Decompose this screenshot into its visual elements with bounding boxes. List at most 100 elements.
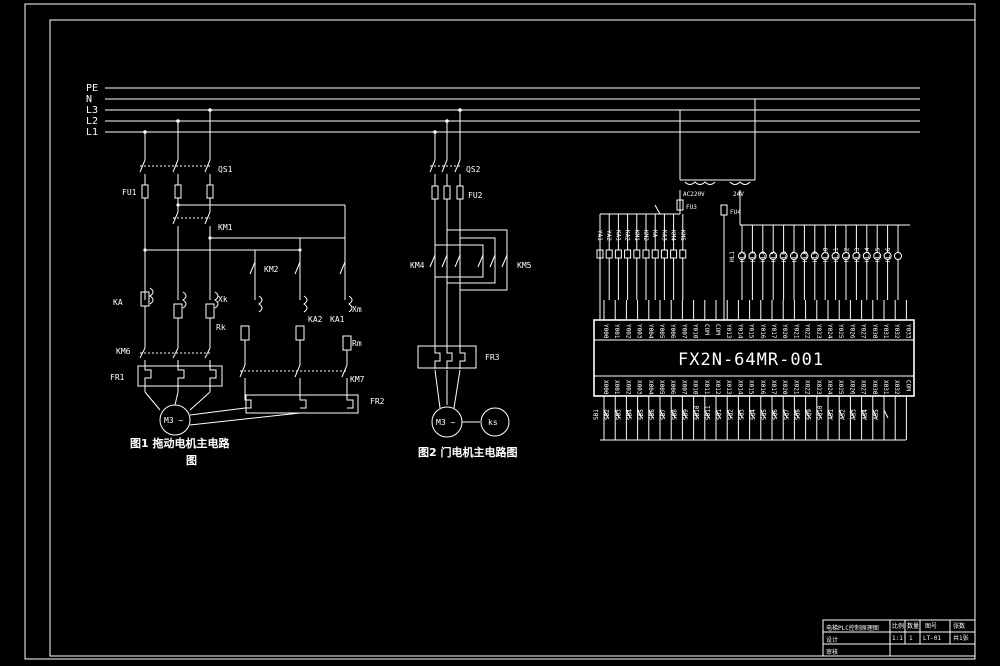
input-device-label: SB8 (671, 409, 678, 420)
output-coil (679, 249, 687, 259)
input-terminal-label: X004 (647, 380, 654, 395)
label-ks: ks (488, 418, 498, 427)
output-coil (651, 249, 659, 259)
lamp-label: HL2 (739, 251, 746, 262)
label-fu3: FU3 (686, 204, 697, 211)
input-terminal-label: X014 (736, 380, 743, 395)
input-switch (782, 409, 788, 419)
output-terminal-label: Y020 (781, 324, 788, 339)
label-rm: Rm (352, 339, 362, 348)
output-terminal-label: Y013 (725, 324, 732, 339)
output-terminal-label: Y016 (759, 324, 766, 339)
output-device-label: KM2 (642, 230, 649, 241)
input-terminal-label: X026 (848, 380, 855, 395)
indicator-lamp (769, 252, 778, 260)
lamp-label: HL1 (729, 251, 736, 262)
title-block-row3: 审核 (826, 648, 838, 656)
input-terminal-label: X000 (602, 380, 609, 395)
input-switch (614, 409, 620, 419)
traction-motor-symbol (159, 404, 191, 436)
output-terminal-label: Y022 (804, 324, 811, 339)
input-device-label: AS1 (828, 409, 835, 420)
label-fr3: FR3 (485, 353, 500, 362)
input-device-label: AS2 (839, 409, 846, 420)
title-block-h4: 张数 (953, 622, 965, 630)
output-terminal-label: Y015 (748, 324, 755, 339)
input-terminal-label: X032 (893, 380, 900, 395)
input-switch (760, 409, 766, 419)
title-block-name: 电梯PLC控制原理图 (826, 624, 879, 632)
label-km4: KM4 (410, 261, 425, 270)
label-fu2: FU2 (468, 191, 483, 200)
input-device-label: SB9 (683, 409, 690, 420)
indicator-lamp (779, 252, 788, 260)
input-switch (637, 409, 643, 419)
fig1-title: 图1 拖动电机主电路 (130, 436, 230, 450)
input-device-label: SB4 (627, 409, 634, 420)
input-terminal-label: X002 (624, 380, 631, 395)
output-terminal-label: Y032 (893, 324, 900, 339)
label-rk: Rk (216, 323, 226, 332)
label-km5: KM5 (517, 261, 532, 270)
input-switch (648, 409, 654, 419)
input-device-label: SB6 (649, 409, 656, 420)
output-terminal-label: Y025 (837, 324, 844, 339)
output-terminal-label: Y024 (826, 324, 833, 339)
lamp-label: HL12 (843, 247, 850, 262)
output-device-label: KA1 (614, 230, 621, 241)
rail-label-pe: PE (86, 83, 98, 94)
label-ac220: AC220V (683, 191, 705, 198)
label-ka2: KA2 (308, 315, 323, 324)
label-km7: KM7 (350, 375, 365, 384)
label-ka1: KA1 (330, 315, 345, 324)
input-terminal-label: X010 (692, 380, 699, 395)
input-terminal-label: X003 (636, 380, 643, 395)
input-terminal-label: X005 (658, 380, 665, 395)
title-block-v4: 共1张 (953, 634, 969, 642)
input-device-label: SQ4 (750, 409, 757, 420)
lamp-label: HL8 (802, 251, 809, 262)
lamp-label: HL7 (791, 251, 798, 262)
output-device-label: KA3 (660, 230, 667, 241)
label-dc24: 24V (733, 191, 744, 198)
fig1-traction-circuit: QS1 FU1 KM1 KM2 (110, 108, 385, 467)
input-terminal-label: X030 (871, 380, 878, 395)
input-switch (670, 409, 676, 419)
output-terminal-label: Y010 (692, 324, 699, 339)
input-switch (603, 409, 609, 419)
output-coil (670, 249, 678, 259)
output-terminal-label: Y000 (602, 324, 609, 339)
input-terminal-label: X025 (837, 380, 844, 395)
lamp-label: HL4 (760, 251, 767, 262)
lamp-label: HL14 (864, 247, 871, 262)
label-motor-1: M3 ~ (164, 416, 183, 425)
output-terminal-label: Y001 (613, 324, 620, 339)
input-device-label: SQ10 (817, 405, 824, 420)
input-switch (827, 409, 833, 419)
input-device-label: SQ7 (783, 409, 790, 420)
rail-label-n: N (86, 94, 92, 105)
input-terminal-label: X022 (804, 380, 811, 395)
output-terminal-label: Y006 (669, 324, 676, 339)
input-device-label: SQ2 (727, 409, 734, 420)
title-block: 电梯PLC控制原理图 设计 审核 比例 数量 图号 张数 1:1 1 LT-01… (822, 619, 976, 657)
indicator-lamp (831, 252, 840, 260)
output-coil (624, 249, 632, 259)
input-device-label: AS5 (873, 409, 880, 420)
input-switch (693, 409, 699, 419)
label-km6: KM6 (116, 347, 131, 356)
input-terminal-label: X001 (613, 380, 620, 395)
indicator-lamp (748, 252, 757, 260)
output-device-label: YA2 (605, 230, 612, 241)
output-terminal-label: Y021 (792, 324, 799, 339)
output-terminal-label: Y014 (736, 324, 743, 339)
input-terminal-label: X011 (703, 380, 710, 395)
label-xk: Xk (218, 295, 228, 304)
label-fu4: FU4 (730, 209, 741, 216)
indicator-lamp (800, 252, 809, 260)
